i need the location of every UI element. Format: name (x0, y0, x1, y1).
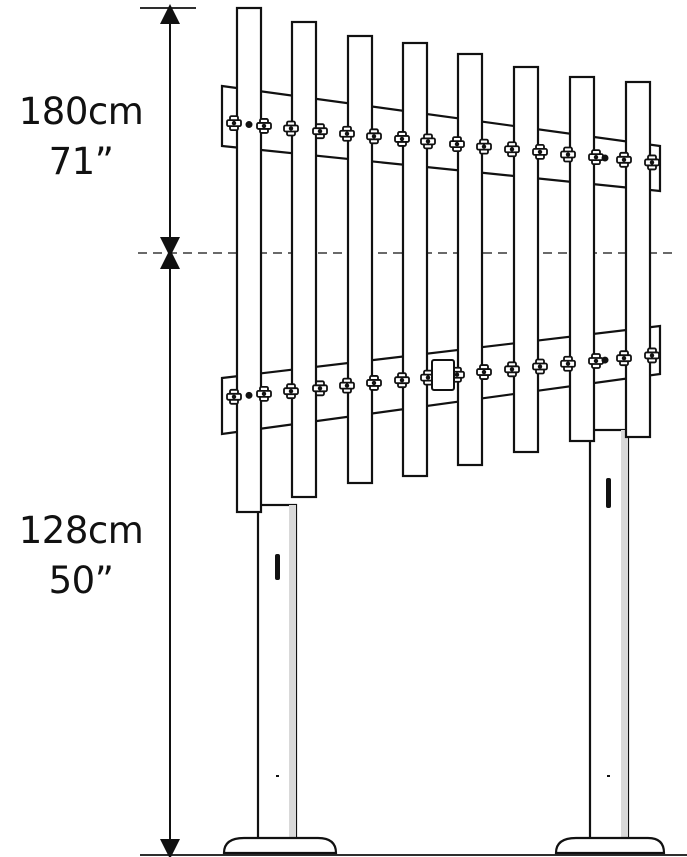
right-post-slot (606, 478, 611, 508)
bottom-dimension-label: 128cm 50” (6, 506, 156, 606)
bolt-icon (476, 138, 492, 155)
slat (235, 6, 263, 514)
bolt-icon (644, 154, 660, 171)
bolt-icon (504, 361, 520, 378)
bolt-icon (312, 123, 328, 140)
bolt-icon (616, 350, 632, 367)
left-post (222, 503, 338, 855)
top-dimension-imperial: 71” (48, 140, 114, 183)
bolt-icon (339, 125, 355, 142)
bolt-icon (283, 383, 299, 400)
bolt-icon (256, 118, 272, 134)
slat (512, 65, 540, 454)
dimension-lines (138, 3, 687, 857)
bolt-icon (449, 136, 465, 152)
slat (290, 20, 318, 499)
bolt-icon (532, 358, 548, 375)
bottom-dimension-imperial: 50” (48, 559, 114, 602)
right-post-foot (554, 836, 666, 855)
top-dimension-metric: 180cm (18, 90, 144, 133)
bolt-icon (312, 380, 328, 397)
slat (456, 52, 484, 467)
front-bolts (226, 115, 660, 405)
slat (568, 75, 596, 443)
bolt-icon (339, 377, 355, 394)
bolt-icon (616, 151, 632, 168)
bolt-icon (420, 133, 436, 150)
right-post (554, 428, 666, 855)
bolt-icon (256, 385, 272, 402)
bolt-icon (226, 115, 242, 132)
bolt-icon (366, 128, 382, 145)
bolt-icon (560, 355, 576, 372)
bolt-icon (449, 366, 465, 383)
rivet-dot (245, 391, 253, 399)
bolt-icon (394, 131, 410, 147)
rivet-dot (245, 121, 253, 129)
bolt-icon (504, 141, 520, 158)
bolt-icon (476, 364, 492, 380)
rivet-dot (601, 154, 609, 162)
rivet-dot (601, 356, 609, 364)
bolt-icon (283, 120, 299, 137)
slats (235, 6, 652, 514)
left-post-slot (275, 554, 280, 580)
bolt-icon (532, 143, 548, 160)
left-post-foot (222, 836, 338, 855)
slat (346, 34, 374, 485)
bolt-icon (588, 353, 604, 369)
bolt-icon (560, 146, 576, 163)
top-dimension-label: 180cm 71” (6, 87, 156, 187)
slat (624, 80, 652, 439)
mount-bracket (431, 359, 455, 391)
bolt-icon (644, 347, 660, 364)
bolt-icon (226, 388, 242, 405)
bottom-dimension-metric: 128cm (18, 509, 144, 552)
slat (401, 41, 429, 478)
bolt-icon (366, 375, 382, 391)
bolt-icon (394, 372, 410, 389)
bolt-icon (588, 149, 604, 166)
